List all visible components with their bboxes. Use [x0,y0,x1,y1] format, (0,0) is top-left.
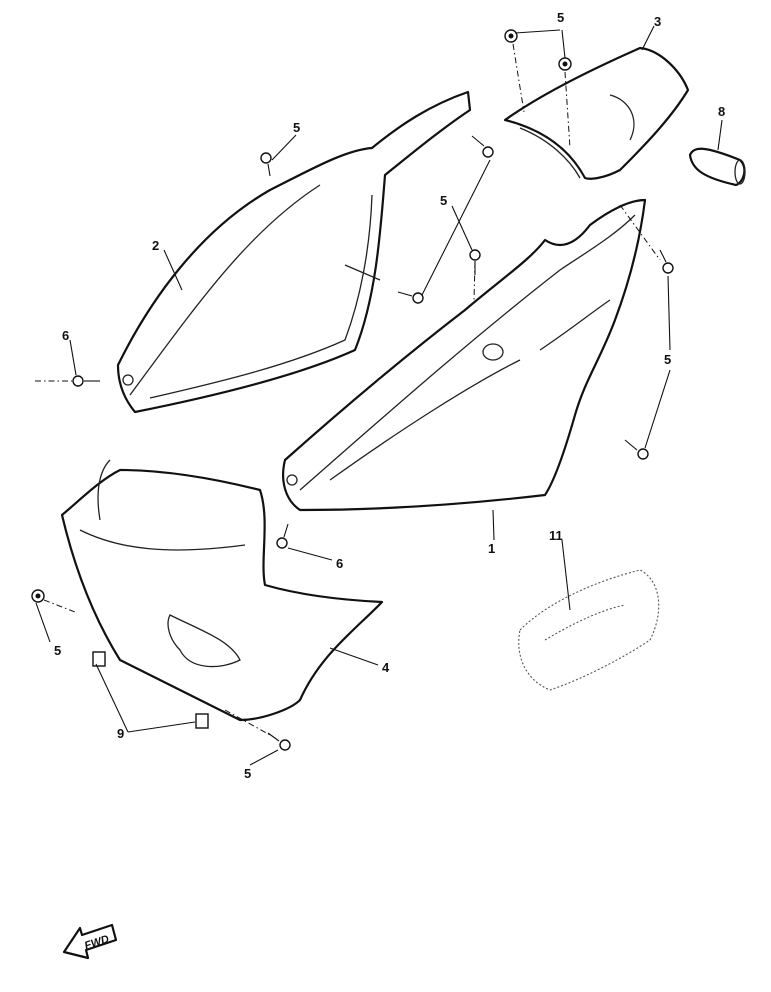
callout-5-top: 5 [557,10,564,25]
screw-part6-left [72,375,100,387]
screw-top-a [504,29,518,43]
screw-part2-bottom [397,291,424,304]
callout-6-left: 6 [62,328,69,343]
rubber-damper [518,569,660,691]
callout-5-right: 5 [664,352,671,367]
end-cap [688,147,746,187]
callout-3: 3 [654,14,661,29]
rear-tail-cover [503,46,690,180]
clip-a [92,651,106,667]
leader-lines [35,25,723,766]
side-cover-lower [60,459,384,722]
forward-arrow-icon: FWD [62,923,118,960]
callout-6-mid: 6 [336,556,343,571]
side-cover-main [282,198,647,512]
screw-lower-right [624,439,649,460]
screw-right [659,249,674,274]
assembly-lines [35,43,661,736]
callout-11: 11 [549,528,563,543]
callout-5-mid: 5 [440,193,447,208]
callout-1: 1 [488,541,495,556]
side-cover-upper-left [116,90,472,414]
screw-part2-right [471,135,494,158]
screw-left-lower [31,589,45,603]
callout-5-part2: 5 [293,120,300,135]
screw-part2-top [260,152,272,177]
screw-part6-mid [276,523,289,549]
callout-2: 2 [152,238,159,253]
callout-9: 9 [117,726,124,741]
callout-5-bottom: 5 [244,766,251,781]
callout-4: 4 [382,660,390,675]
callout-8: 8 [718,104,725,119]
screw-top-b [558,57,572,71]
screw-bottom [267,732,291,751]
callout-5-left: 5 [54,643,61,658]
clip-b [195,713,209,729]
